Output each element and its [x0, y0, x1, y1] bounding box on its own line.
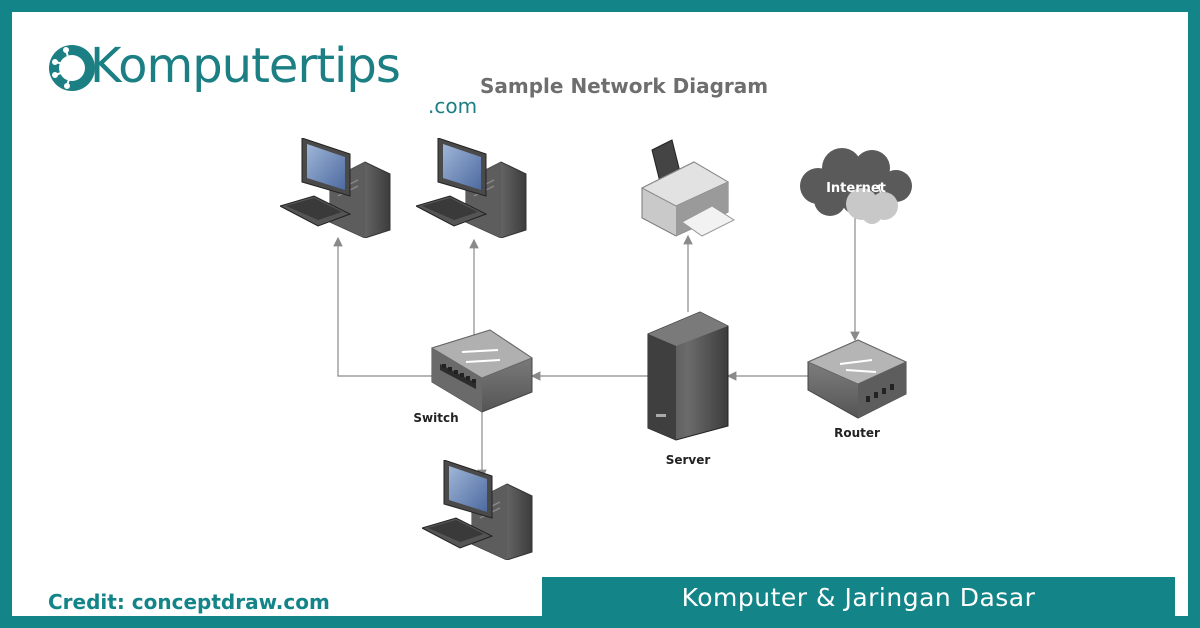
desktop-computer-icon[interactable]	[416, 138, 527, 238]
switch-label: Switch	[413, 411, 458, 425]
network-diagram: Internet Switch Ser	[280, 138, 912, 560]
server-label: Server	[666, 453, 711, 467]
server-tower-icon[interactable]	[647, 311, 729, 441]
circuit-brain-logo-icon	[49, 45, 95, 91]
printer-icon[interactable]	[640, 139, 736, 237]
desktop-computer-icon[interactable]	[422, 460, 533, 560]
credit-text: Credit: conceptdraw.com	[48, 590, 330, 614]
router-label: Router	[834, 426, 880, 440]
internet-cloud-icon[interactable]: Internet	[800, 148, 912, 224]
connectors	[333, 218, 860, 480]
desktop-computer-icon[interactable]	[280, 138, 391, 238]
router-icon[interactable]	[806, 339, 908, 419]
logo-wordmark: Komputertips	[90, 38, 401, 94]
diagram-title: Sample Network Diagram	[480, 74, 769, 98]
topic-banner: Komputer & Jaringan Dasar	[542, 577, 1175, 616]
logo-domain: .com	[428, 94, 478, 118]
network-switch-icon[interactable]	[430, 329, 534, 413]
connector-switch-pc1	[333, 236, 436, 377]
internet-label: Internet	[826, 181, 886, 196]
komputertips-logo[interactable]: Komputertips .com	[36, 32, 486, 122]
